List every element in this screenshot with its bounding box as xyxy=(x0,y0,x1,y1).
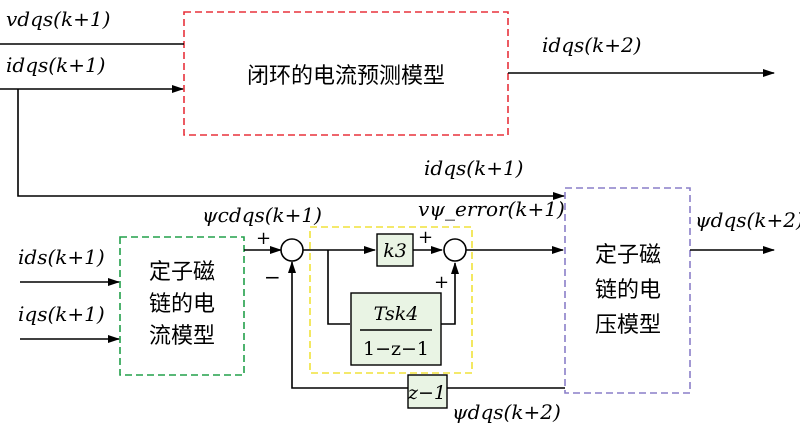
flux-voltage-model-label-3: 压模型 xyxy=(595,313,661,338)
i-dqs-input-label: idqs(k+1) xyxy=(6,53,105,77)
integrator-input-line xyxy=(327,250,350,325)
sum1-plus-sign: + xyxy=(256,228,271,249)
summing-junction-2 xyxy=(443,238,467,262)
delay-block xyxy=(407,374,448,409)
i-dqs-output-label: idqs(k+2) xyxy=(542,33,641,57)
flux-current-model-label-1: 定子磁 xyxy=(149,260,215,285)
delay-label: z−1 xyxy=(407,382,446,404)
i-qs-label: iqs(k+1) xyxy=(18,302,105,326)
flux-voltage-model-label-2: 链的电 xyxy=(595,278,661,303)
integrator-output-line xyxy=(441,262,459,325)
sum2-plus-sign-top: + xyxy=(418,227,433,248)
flux-current-model-box xyxy=(119,236,245,376)
integrator-denominator: 1−z−1 xyxy=(363,338,429,360)
i-dqs-branch-label: idqs(k+1) xyxy=(424,156,523,180)
flux-voltage-model-label-1: 定子磁 xyxy=(595,243,661,268)
v-psi-error-label: vψ_error(k+1) xyxy=(418,197,565,221)
psi-output-label: ψdqs(k+2) xyxy=(695,208,800,232)
integrator-block xyxy=(350,292,442,366)
k3-block xyxy=(376,233,414,267)
feedback-line-left xyxy=(288,261,408,389)
flux-current-model-label-3: 流模型 xyxy=(149,324,215,349)
i-dqs-branch-line xyxy=(17,89,565,200)
sum2-plus-sign-bottom: + xyxy=(434,272,449,293)
sum1-minus-sign: − xyxy=(264,265,281,289)
summing-junction-1 xyxy=(280,238,304,262)
flux-current-model-label-2: 链的电 xyxy=(149,292,215,317)
v-dqs-input-label: vdqs(k+1) xyxy=(6,7,110,31)
integrator-numerator: Tsk4 xyxy=(374,303,419,325)
integrator-group-box xyxy=(309,226,473,374)
closed-loop-model-label: 闭环的电流预测模型 xyxy=(247,64,445,89)
k3-label: k3 xyxy=(383,240,407,262)
psi-feedback-label: ψdqs(k+2) xyxy=(452,400,561,424)
psi-c-label: ψcdqs(k+1) xyxy=(202,203,322,227)
i-ds-label: ids(k+1) xyxy=(18,245,105,269)
